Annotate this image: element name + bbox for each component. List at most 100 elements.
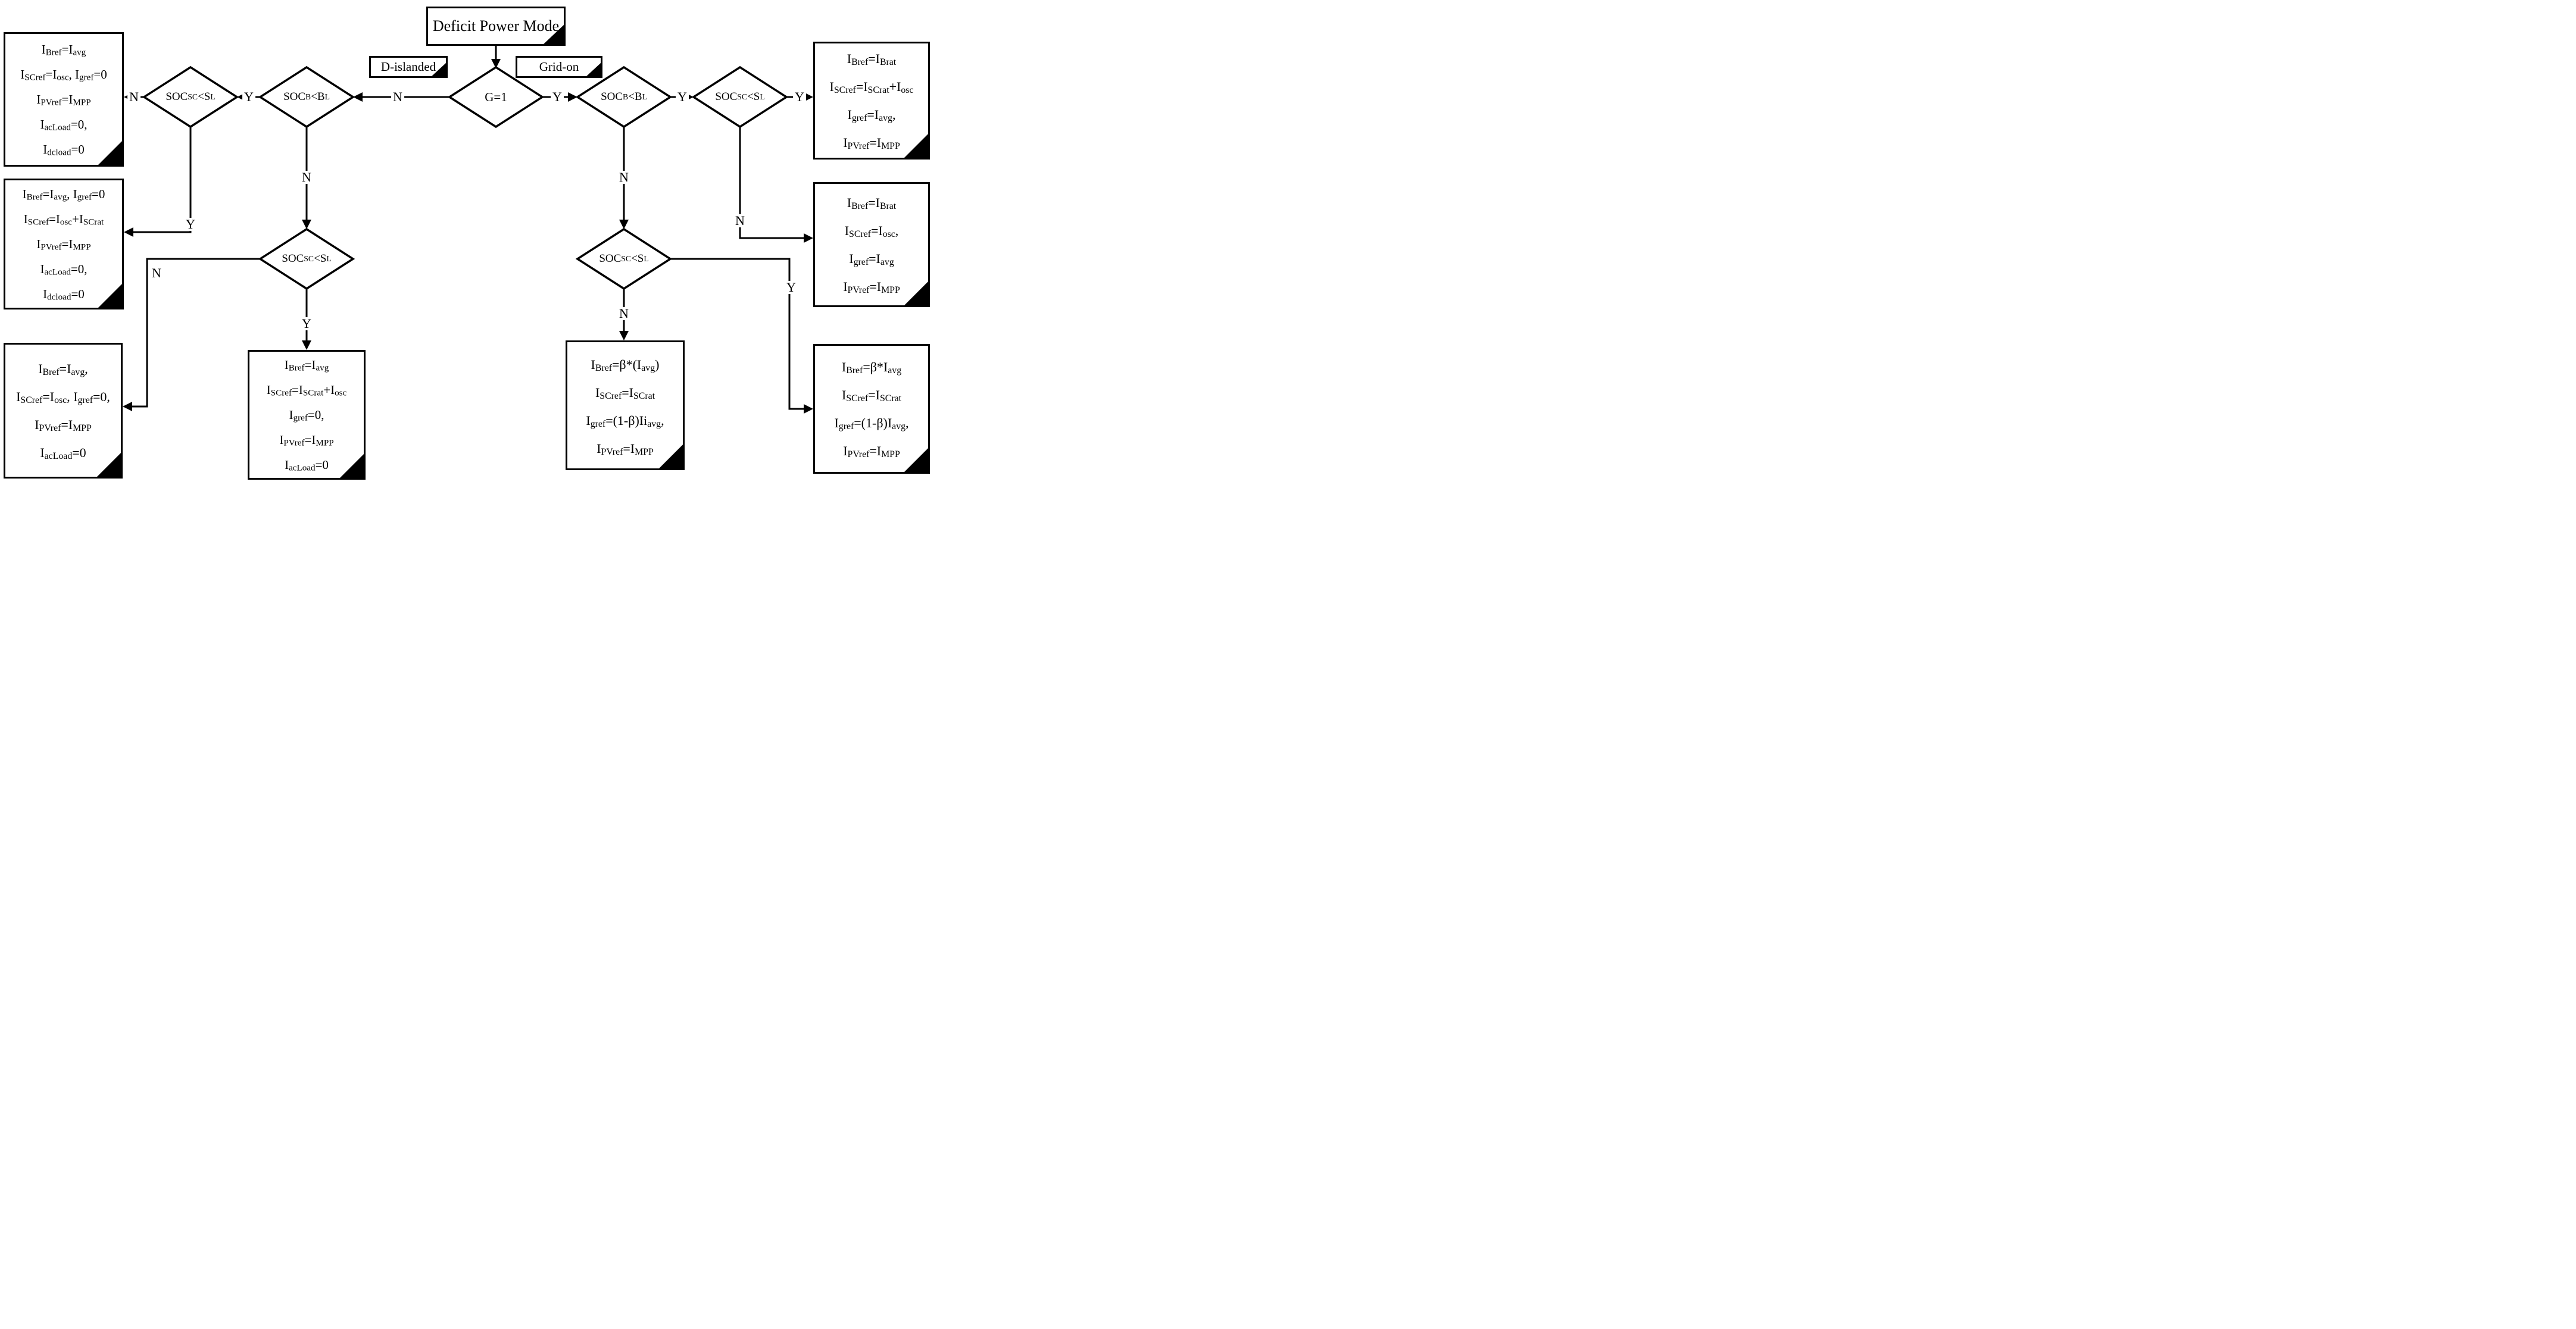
edge-label-soc-sc-left-y: Y <box>184 218 197 231</box>
arrowhead-into-box-bottom-left <box>123 402 132 411</box>
edge-soc-sc-left-to-box-mid-left <box>133 127 192 233</box>
formula-line: IPVref=IMPP <box>35 417 92 433</box>
fold-corner-icon <box>658 444 683 469</box>
arrowhead-into-box-mid-right <box>804 233 813 243</box>
formula-line: Igref=Iavg <box>849 251 894 267</box>
decision-soc-sc-center-left-shape <box>258 227 355 290</box>
edge-label-g1-n: N <box>391 90 404 104</box>
fold-corner-icon <box>904 281 929 306</box>
formula-line: IBref=IBrat <box>847 51 897 67</box>
formula-line: IPVref=IMPP <box>279 433 334 448</box>
decision-soc-sc-left-shape <box>142 65 239 129</box>
formula-line: Idcload=0 <box>43 287 85 302</box>
tag-d-islanded-label: D-islanded <box>380 60 436 74</box>
formula-line: Igref=(1-β)Iavg, <box>834 415 909 431</box>
formula-line: IBref=Iavg <box>284 358 329 373</box>
edge-label-soc-sc-left-n: N <box>127 90 140 104</box>
formula-line: IBref=β*(Iavg) <box>591 357 660 373</box>
box-bottom-left-lines: IBref=Iavg, ISCref=Iosc, Igref=0, IPVref=I… <box>16 355 110 467</box>
edge-soc-sc-right-to-box-mid-right <box>739 127 805 239</box>
formula-line: IBref=Iavg, Igref=0 <box>22 187 105 202</box>
arrowhead-into-soc-b-left <box>353 92 363 102</box>
formula-line: Igref=0, <box>289 408 324 423</box>
formula-line: ISCref=ISCrat <box>595 385 655 401</box>
fold-corner-icon <box>98 140 123 165</box>
formula-line: ISCref=ISCrat+Iosc <box>266 383 347 398</box>
formula-line: IBref=Iavg, <box>38 361 88 377</box>
box-bottom-left: IBref=Iavg, ISCref=Iosc, Igref=0, IPVref=I… <box>4 343 123 479</box>
decision-soc-b-right-shape <box>575 65 673 129</box>
decision-soc-b-left-shape <box>258 65 355 129</box>
formula-line: IacLoad=0 <box>40 445 86 461</box>
arrowhead-into-soc-sc-center-left <box>302 220 311 229</box>
formula-line: Igref=(1-β)Iiavg, <box>586 413 664 429</box>
formula-line: ISCref=ISCrat <box>841 387 902 404</box>
arrowhead-into-box-bottom-right <box>804 404 813 414</box>
tag-grid-on-label: Grid-on <box>539 60 579 74</box>
arrowhead-into-box-mid-left <box>124 227 133 237</box>
edge-label-soc-sc-right-n: N <box>733 214 747 227</box>
arrowhead-into-box-top-right <box>804 92 813 102</box>
arrowhead-into-g1 <box>491 59 501 68</box>
edge-label-soc-sc-center-left-y: Y <box>300 317 313 330</box>
tag-d-islanded: D-islanded <box>369 56 448 78</box>
formula-line: ISCref=Iosc, Igref=0 <box>20 67 107 83</box>
edge-label-soc-b-left-y: Y <box>242 90 255 104</box>
edge-label-g1-y: Y <box>551 90 564 104</box>
formula-line: ISCref=Iosc, Igref=0, <box>16 389 110 405</box>
edge-label-soc-b-right-n: N <box>617 171 630 184</box>
fold-corner-icon <box>543 24 564 45</box>
decision-soc-sc-right-shape <box>691 65 789 129</box>
edge-label-soc-b-left-n: N <box>300 171 313 184</box>
decision-g1-label: G=1 <box>485 89 507 104</box>
edge-label-soc-sc-center-right-y: Y <box>785 281 798 294</box>
formula-line: ISCref=Iosc, <box>844 223 899 239</box>
formula-line: ISCref=Iosc+ISCrat <box>23 212 104 227</box>
formula-line: Igref=Iavg, <box>847 107 896 123</box>
formula-line: IPVref=IMPP <box>36 237 91 252</box>
formula-line: IacLoad=0 <box>285 458 329 473</box>
flowchart-canvas: Deficit Power Mode D-islanded Grid-on G=… <box>0 0 933 481</box>
fold-corner-icon <box>586 62 601 77</box>
arrowhead-into-box-bottom-center <box>619 331 629 340</box>
edge-label-soc-sc-right-y: Y <box>793 90 806 104</box>
fold-corner-icon <box>96 452 121 477</box>
formula-line: IBref=Iavg <box>41 42 86 58</box>
formula-line: IPVref=IMPP <box>843 135 900 151</box>
formula-line: ISCref=ISCrat+Iosc <box>829 79 914 95</box>
edge-soc-sc-center-right-to-box-bottom-right <box>670 258 805 410</box>
tag-grid-on: Grid-on <box>516 56 602 78</box>
fold-corner-icon <box>339 454 364 479</box>
formula-line: IBref=IBrat <box>847 195 897 211</box>
formula-line: IPVref=IMPP <box>843 279 900 295</box>
edge-soc-sc-center-left-to-box-bottom-left <box>132 258 260 408</box>
arrowhead-into-soc-b-right <box>568 92 577 102</box>
fold-corner-icon <box>904 133 929 158</box>
formula-line: Idcload=0 <box>43 142 85 158</box>
edge-label-soc-sc-center-right-n: N <box>617 307 630 320</box>
edge-label-soc-sc-center-left-n: N <box>150 267 163 280</box>
fold-corner-icon <box>904 448 929 473</box>
edge-label-soc-b-right-y: Y <box>676 90 689 104</box>
formula-line: IPVref=IMPP <box>843 443 900 459</box>
formula-line: IacLoad=0, <box>40 117 88 133</box>
start-node: Deficit Power Mode <box>426 7 566 46</box>
